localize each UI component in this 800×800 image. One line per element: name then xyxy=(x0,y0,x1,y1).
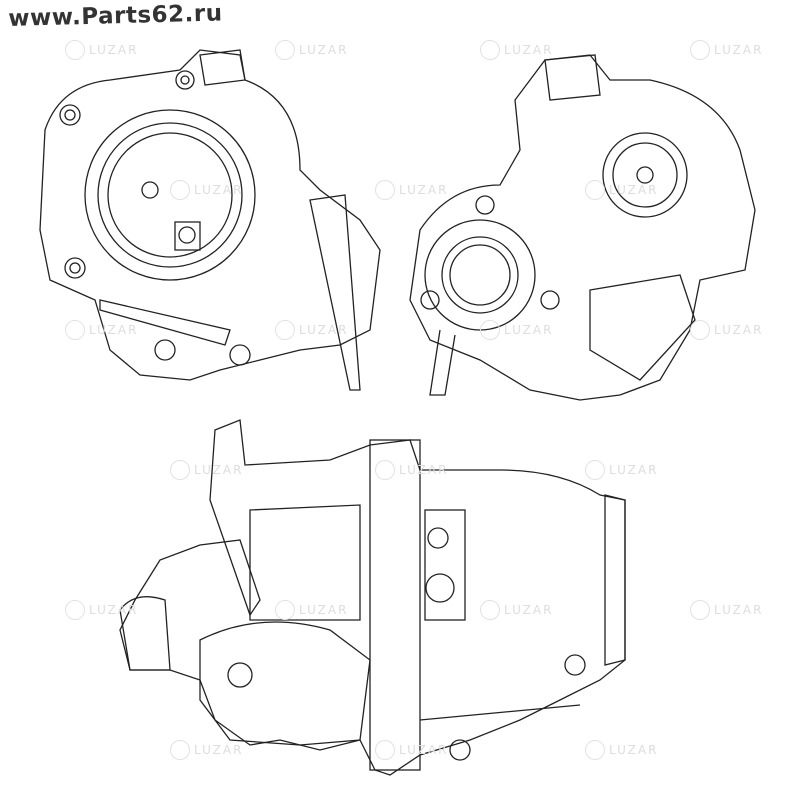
luzar-logo-icon xyxy=(275,40,295,60)
watermark-text: LUZAR xyxy=(399,743,449,757)
watermark-text: LUZAR xyxy=(504,43,554,57)
watermark-text: LUZAR xyxy=(194,743,244,757)
luzar-watermark: LUZAR xyxy=(480,40,553,60)
luzar-watermark: LUZAR xyxy=(585,460,658,480)
luzar-watermark: LUZAR xyxy=(585,180,658,200)
luzar-logo-icon xyxy=(585,740,605,760)
luzar-watermark: LUZAR xyxy=(375,180,448,200)
luzar-watermark: LUZAR xyxy=(170,180,243,200)
luzar-watermark: LUZAR xyxy=(375,740,448,760)
luzar-logo-icon xyxy=(375,180,395,200)
luzar-logo-icon xyxy=(690,600,710,620)
luzar-watermark: LUZAR xyxy=(65,320,138,340)
luzar-logo-icon xyxy=(480,320,500,340)
luzar-logo-icon xyxy=(480,600,500,620)
luzar-logo-icon xyxy=(170,180,190,200)
luzar-logo-icon xyxy=(65,40,85,60)
luzar-watermark: LUZAR xyxy=(585,740,658,760)
luzar-watermark: LUZAR xyxy=(170,460,243,480)
luzar-logo-icon xyxy=(585,180,605,200)
luzar-logo-icon xyxy=(170,460,190,480)
watermark-text: LUZAR xyxy=(609,743,659,757)
watermark-text: LUZAR xyxy=(609,183,659,197)
luzar-watermark: LUZAR xyxy=(480,320,553,340)
luzar-watermark: LUZAR xyxy=(480,600,553,620)
watermark-text: LUZAR xyxy=(714,603,764,617)
watermark-text: LUZAR xyxy=(299,323,349,337)
luzar-watermark: LUZAR xyxy=(690,600,763,620)
luzar-watermark: LUZAR xyxy=(690,40,763,60)
luzar-logo-icon xyxy=(65,600,85,620)
watermark-text: LUZAR xyxy=(299,603,349,617)
luzar-watermark: LUZAR xyxy=(275,600,348,620)
turbo-view-front xyxy=(39,49,381,391)
turbo-view-rear xyxy=(409,54,756,401)
watermark-text: LUZAR xyxy=(194,463,244,477)
luzar-logo-icon xyxy=(275,600,295,620)
watermark-text: LUZAR xyxy=(714,323,764,337)
luzar-logo-icon xyxy=(690,40,710,60)
watermark-text: LUZAR xyxy=(714,43,764,57)
turbo-view-side xyxy=(119,419,626,776)
luzar-logo-icon xyxy=(170,740,190,760)
luzar-logo-icon xyxy=(375,460,395,480)
luzar-watermark: LUZAR xyxy=(375,460,448,480)
luzar-logo-icon xyxy=(585,460,605,480)
luzar-watermark: LUZAR xyxy=(65,40,138,60)
luzar-logo-icon xyxy=(275,320,295,340)
watermark-text: LUZAR xyxy=(504,603,554,617)
luzar-watermark: LUZAR xyxy=(65,600,138,620)
watermark-text: LUZAR xyxy=(504,323,554,337)
luzar-watermark: LUZAR xyxy=(275,320,348,340)
luzar-logo-icon xyxy=(65,320,85,340)
watermark-text: LUZAR xyxy=(609,463,659,477)
watermark-text: LUZAR xyxy=(399,463,449,477)
watermark-text: LUZAR xyxy=(89,603,139,617)
watermark-text: LUZAR xyxy=(89,43,139,57)
watermark-text: LUZAR xyxy=(194,183,244,197)
watermark-text: LUZAR xyxy=(299,43,349,57)
luzar-logo-icon xyxy=(375,740,395,760)
luzar-watermark: LUZAR xyxy=(170,740,243,760)
luzar-logo-icon xyxy=(480,40,500,60)
luzar-logo-icon xyxy=(690,320,710,340)
luzar-watermark: LUZAR xyxy=(690,320,763,340)
watermark-text: LUZAR xyxy=(89,323,139,337)
watermark-text: LUZAR xyxy=(399,183,449,197)
luzar-watermark: LUZAR xyxy=(275,40,348,60)
